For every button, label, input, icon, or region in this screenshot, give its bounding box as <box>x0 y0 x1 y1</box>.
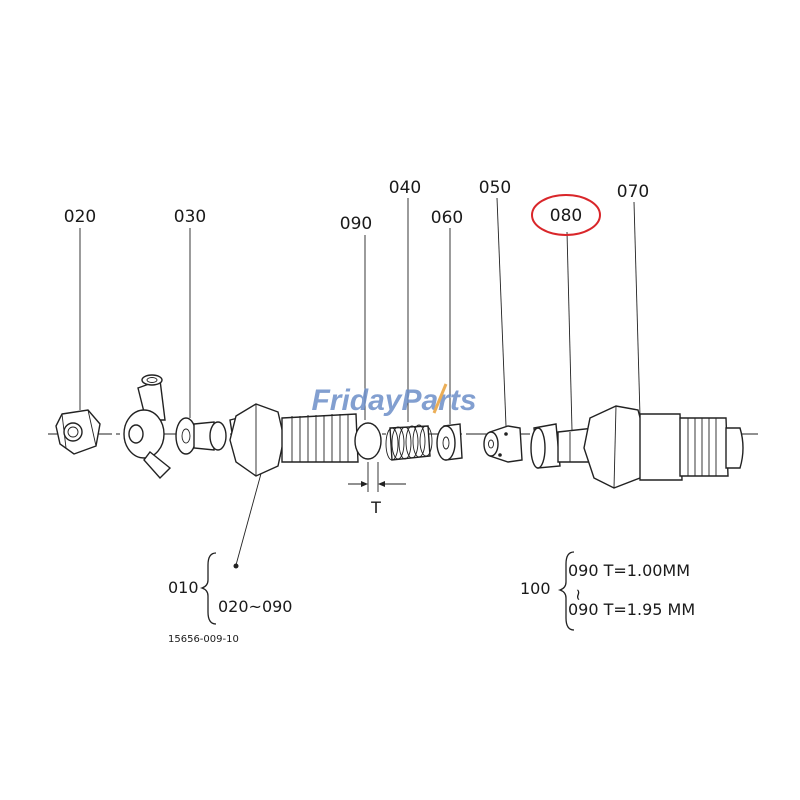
assembly-note: 010 020~090 <box>168 552 292 625</box>
shim-part-number: 100 <box>520 579 551 598</box>
label-020: 020 <box>64 207 96 227</box>
label-060: 060 <box>431 208 463 228</box>
part-labels: 020 030 090 040 060 050 080 070 <box>64 178 649 234</box>
part-040-spring <box>385 424 433 461</box>
body-threads <box>291 414 349 462</box>
assembly-part-number: 010 <box>168 578 199 597</box>
label-080: 080 <box>550 206 582 226</box>
part-020-hex-nut <box>55 409 101 455</box>
label-090: 090 <box>340 214 372 234</box>
highlight-circle-080 <box>531 194 601 236</box>
part-060-spring-seat <box>436 423 463 461</box>
shim-range-tilde: ~ <box>569 588 588 601</box>
part-070-retaining-nut <box>583 405 744 489</box>
label-050: 050 <box>479 178 511 198</box>
shim-option-1: 090 T=1.00MM <box>568 561 690 580</box>
part-050-distance-piece <box>483 425 523 463</box>
part-030-banjo-fitting <box>123 374 172 480</box>
nut-threads <box>687 418 717 476</box>
part-030-seal-washer <box>175 417 227 455</box>
part-010-nozzle-holder-body <box>229 403 359 477</box>
part-090-shim <box>348 422 406 492</box>
svg-text:FridayParts: FridayParts <box>311 384 476 417</box>
watermark-logo: FridayParts <box>311 383 477 417</box>
leader-lines <box>79 197 641 569</box>
label-070: 070 <box>617 182 649 202</box>
drawing-reference: 15656-009-10 <box>168 634 239 645</box>
thickness-marker: T <box>370 498 381 517</box>
shim-note: 100 090 T=1.00MM ~ 090 T=1.95 MM <box>520 551 695 631</box>
label-030: 030 <box>174 207 206 227</box>
shim-option-2: 090 T=1.95 MM <box>568 600 695 619</box>
label-040: 040 <box>389 178 421 198</box>
assembly-range: 020~090 <box>218 597 292 616</box>
